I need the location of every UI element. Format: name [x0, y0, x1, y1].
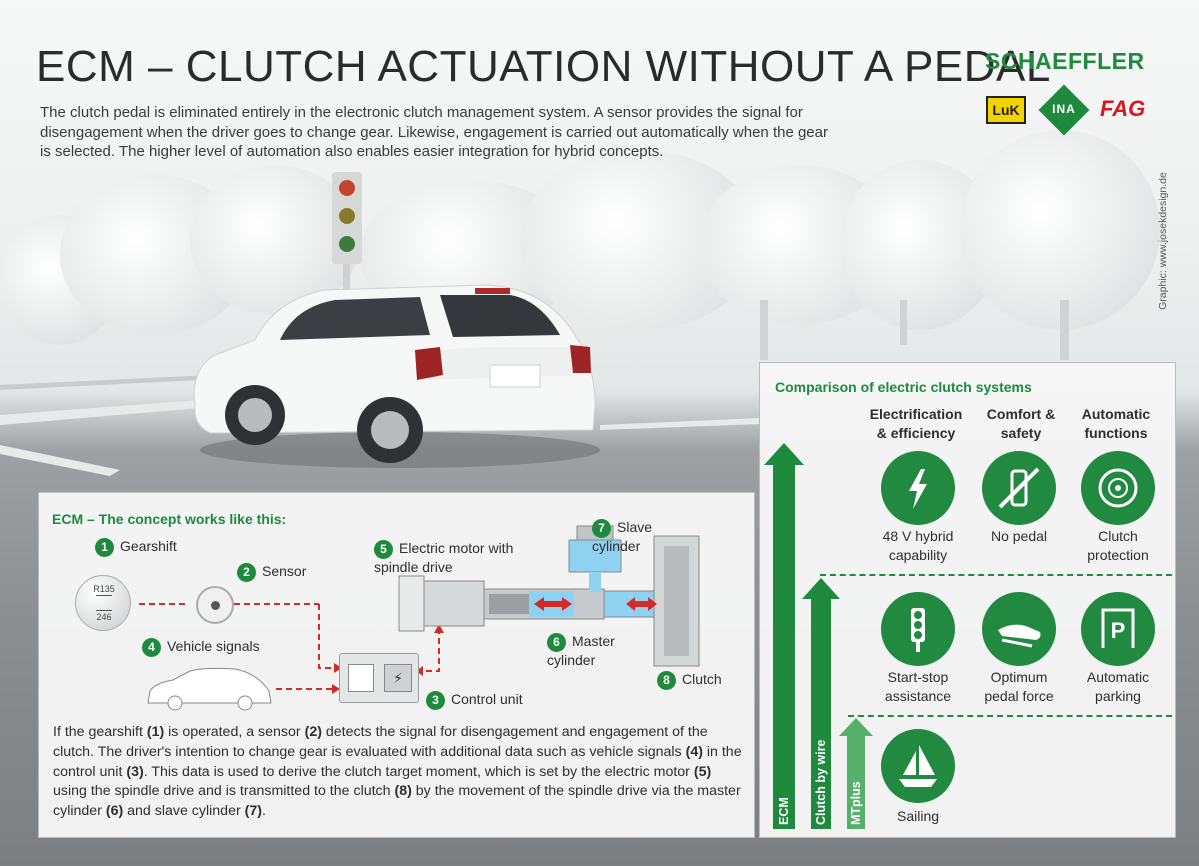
- signal-lines: [139, 603, 444, 694]
- fag-logo: FAG: [1100, 96, 1146, 121]
- system-arrows: [764, 443, 873, 829]
- actuator-diagram: [398, 525, 700, 667]
- no-pedal-icon: [982, 451, 1056, 525]
- level-divider: [848, 715, 1172, 717]
- ina-logo: INA: [1036, 82, 1092, 138]
- system-ecm: ECM: [777, 797, 791, 825]
- sensor-icon: [196, 586, 234, 624]
- concept-title: ECM – The concept works like this:: [52, 511, 287, 527]
- lightning-icon: [881, 451, 955, 525]
- svg-text:P: P: [1111, 618, 1126, 643]
- level-divider: [820, 574, 1172, 576]
- luk-logo: LuK: [986, 96, 1026, 124]
- system-clutch-by-wire: Clutch by wire: [814, 739, 828, 825]
- traffic-light-icon: [881, 592, 955, 666]
- pedal-foot-icon: [982, 592, 1056, 666]
- col-electrification: Electrification& efficiency: [869, 406, 963, 441]
- traffic-light-pole: [343, 264, 350, 294]
- clutch-protection-icon: [1081, 451, 1155, 525]
- brand-name: SCHAEFFLER: [985, 48, 1145, 74]
- col-comfort: Comfort &safety: [986, 406, 1056, 441]
- graphic-credit: Graphic: www.josekdesign.de: [1157, 172, 1169, 310]
- feature-no-pedal: No pedal: [990, 528, 1048, 544]
- traffic-light: [332, 172, 362, 264]
- page-title: ECM – CLUTCH ACTUATION WITHOUT A PEDAL: [36, 42, 1051, 91]
- feature-sailing: Sailing: [896, 808, 940, 824]
- car-illustration: [193, 284, 600, 468]
- concept-description: If the gearshift (1) is operated, a sens…: [53, 724, 742, 820]
- comparison-title: Comparison of electric clutch systems: [775, 379, 1032, 395]
- parking-icon: P: [1081, 592, 1155, 666]
- sailing-icon: [881, 729, 955, 803]
- gearshift-knob: R135 246: [75, 575, 131, 631]
- vehicle-icon: [147, 667, 272, 711]
- comparison-panel: Comparison of electric clutch systems El…: [759, 362, 1176, 838]
- concept-panel: ECM – The concept works like this: R135 …: [38, 492, 755, 838]
- control-unit-icon: ⚡: [339, 653, 419, 703]
- intro-text: The clutch pedal is eliminated entirely …: [40, 104, 828, 160]
